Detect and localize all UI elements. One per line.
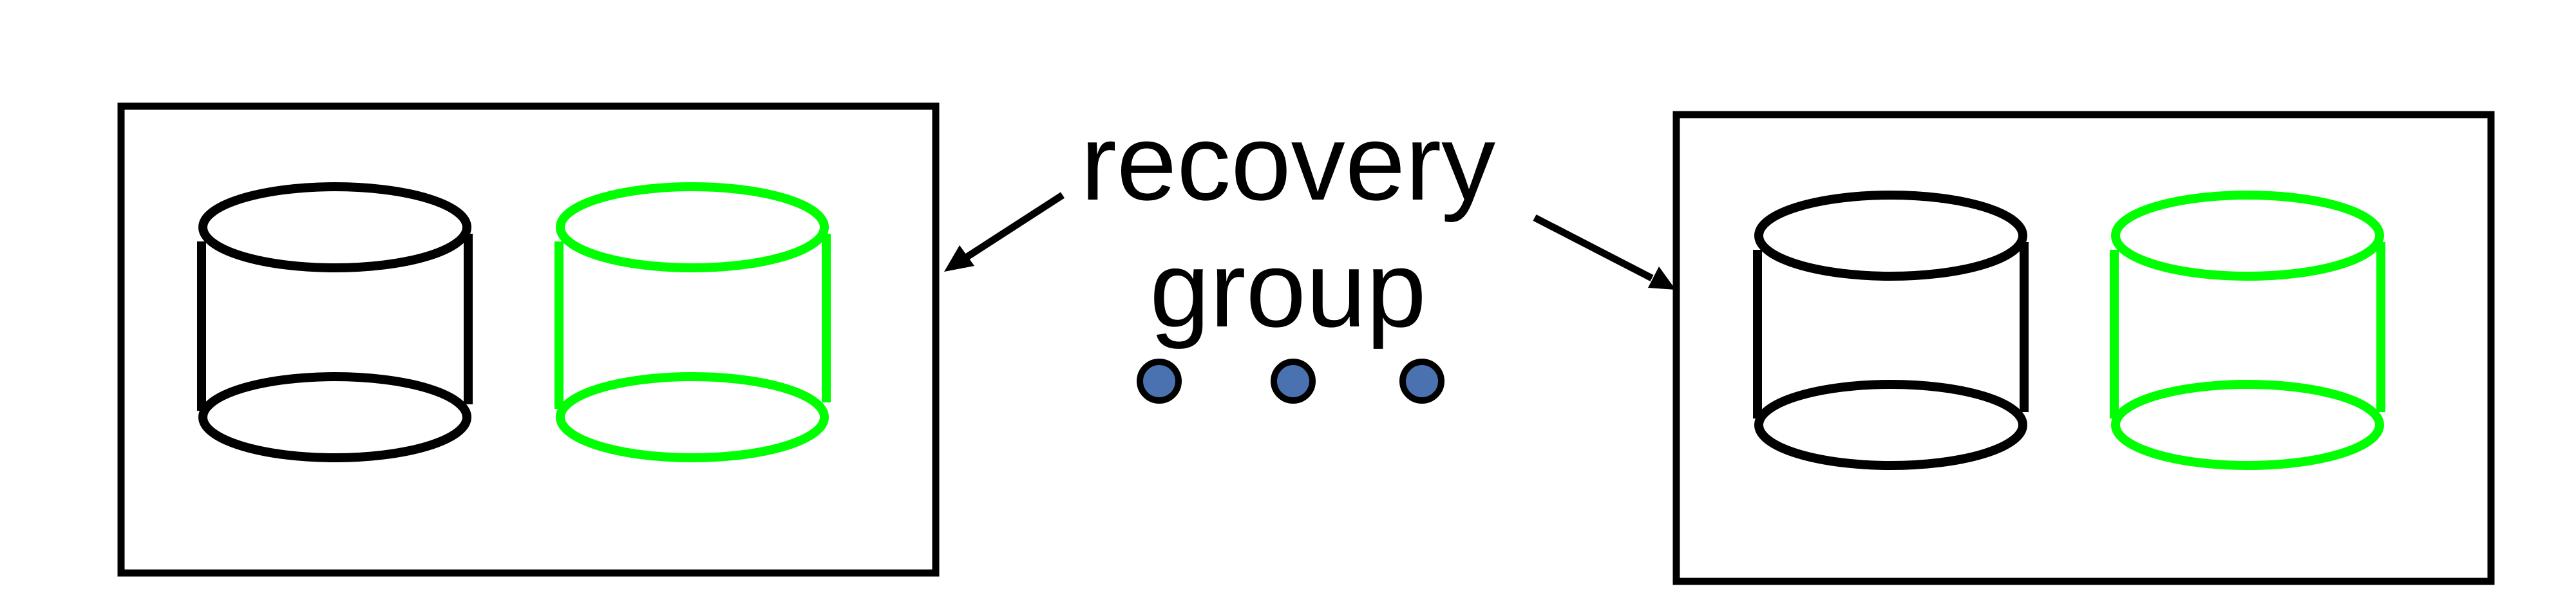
dot-2 bbox=[1271, 359, 1316, 404]
right-node-box bbox=[1672, 111, 2495, 585]
arrow-to-right-node bbox=[1533, 214, 1676, 290]
ellipsis-dots bbox=[1137, 359, 1444, 404]
left-disk-cylinder-black bbox=[197, 182, 473, 462]
left-disk-cylinder-green bbox=[554, 182, 831, 462]
dot-1 bbox=[1137, 359, 1182, 404]
left-node-box bbox=[117, 102, 940, 577]
recovery-group-label-line1: recovery bbox=[1080, 102, 1496, 223]
right-disk-cylinder-green bbox=[2110, 191, 2385, 470]
right-storage-node bbox=[1672, 111, 2495, 585]
recovery-group-label-line2: group bbox=[1150, 229, 1426, 350]
left-storage-node bbox=[117, 102, 940, 577]
arrow-to-left-node bbox=[944, 192, 1065, 272]
dot-3 bbox=[1399, 359, 1444, 404]
right-disk-cylinder-black bbox=[1753, 191, 2029, 470]
